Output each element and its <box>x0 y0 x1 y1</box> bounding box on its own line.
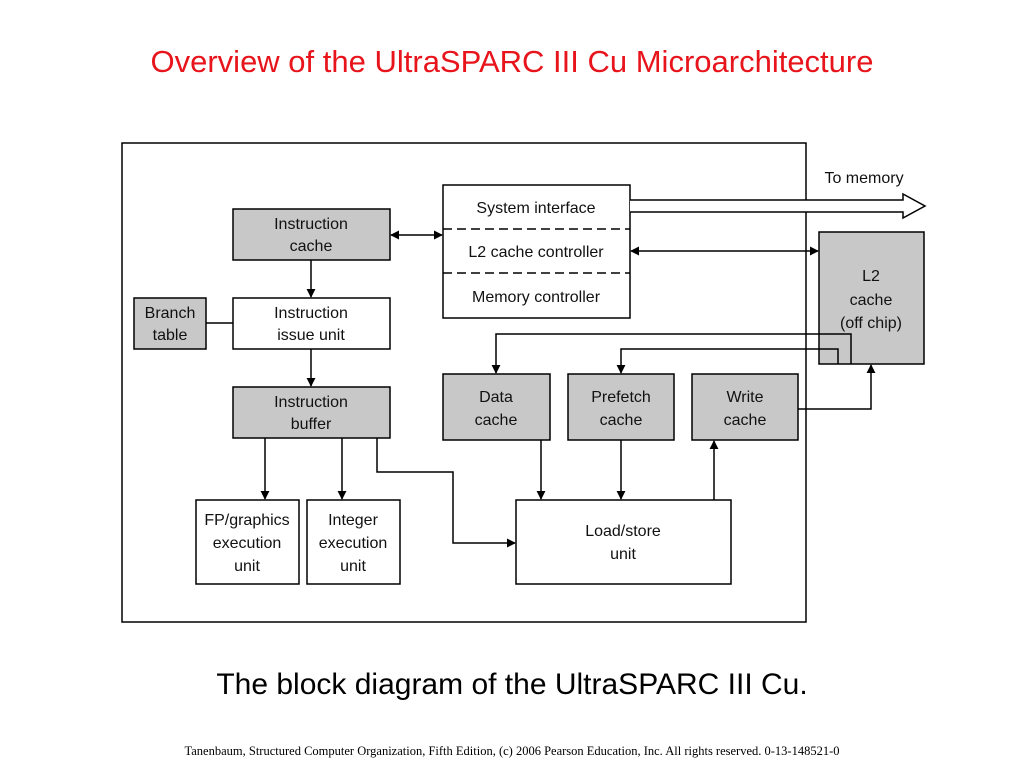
diagram-caption: The block diagram of the UltraSPARC III … <box>216 668 808 701</box>
integer-unit-block: Integer execution unit <box>306 499 401 585</box>
fp-graphics-label-2: execution <box>213 535 282 552</box>
instruction-issue-unit-label-2: issue unit <box>277 327 345 344</box>
l2-cache-controller-label: L2 cache controller <box>468 244 604 261</box>
branch-table-label-2: table <box>153 327 188 344</box>
branch-table-block: Branch table <box>133 297 207 350</box>
slide-title: Overview of the UltraSPARC III Cu Microa… <box>150 44 874 79</box>
to-memory-label: To memory <box>824 170 903 187</box>
branch-table-label-1: Branch <box>145 305 196 322</box>
load-store-unit-block: Load/store unit <box>515 499 732 585</box>
arrow-write-l2 <box>798 364 876 410</box>
arrow-buffer-loadstore <box>376 438 516 548</box>
load-store-label-1: Load/store <box>585 523 661 540</box>
instruction-buffer-label-2: buffer <box>291 416 332 433</box>
integer-unit-label-3: unit <box>340 558 366 575</box>
l2-cache-label-3: (off chip) <box>840 315 902 332</box>
fp-graphics-label-1: FP/graphics <box>204 512 289 529</box>
arrow-l2-datacache <box>491 333 852 374</box>
write-cache-block: Write cache <box>691 373 799 441</box>
copyright-footer: Tanenbaum, Structured Computer Organizat… <box>184 744 840 758</box>
system-interface-label: System interface <box>476 200 595 217</box>
instruction-cache-label-2: cache <box>290 238 333 255</box>
data-cache-label-1: Data <box>479 389 513 406</box>
system-interface-stack: System interface L2 cache controller Mem… <box>442 184 631 319</box>
l2-cache-label-2: cache <box>850 292 893 309</box>
load-store-label-2: unit <box>610 546 636 563</box>
integer-unit-label-1: Integer <box>328 512 378 529</box>
instruction-issue-unit-block: Instruction issue unit <box>232 297 391 350</box>
diagram-frame <box>121 142 807 623</box>
instruction-cache-label-1: Instruction <box>274 216 348 233</box>
connectors <box>206 230 876 548</box>
integer-unit-label-2: execution <box>319 535 388 552</box>
l2-cache-label-1: L2 <box>862 268 880 285</box>
instruction-buffer-label-1: Instruction <box>274 394 348 411</box>
l2-cache-block: L2 cache (off chip) <box>818 231 925 365</box>
prefetch-cache-label-2: cache <box>600 412 643 429</box>
instruction-cache-block: Instruction cache <box>232 208 391 261</box>
to-memory-arrow <box>630 192 927 220</box>
arrow-l2-prefetch <box>616 348 839 374</box>
memory-controller-label: Memory controller <box>472 289 601 306</box>
instruction-buffer-block: Instruction buffer <box>232 386 391 439</box>
data-cache-block: Data cache <box>442 373 551 441</box>
prefetch-cache-label-1: Prefetch <box>591 389 651 406</box>
fp-graphics-label-3: unit <box>234 558 260 575</box>
data-cache-label-2: cache <box>475 412 518 429</box>
prefetch-cache-block: Prefetch cache <box>567 373 675 441</box>
fp-graphics-unit-block: FP/graphics execution unit <box>195 499 300 585</box>
instruction-issue-unit-label-1: Instruction <box>274 305 348 322</box>
write-cache-label-2: cache <box>724 412 767 429</box>
write-cache-label-1: Write <box>726 389 763 406</box>
